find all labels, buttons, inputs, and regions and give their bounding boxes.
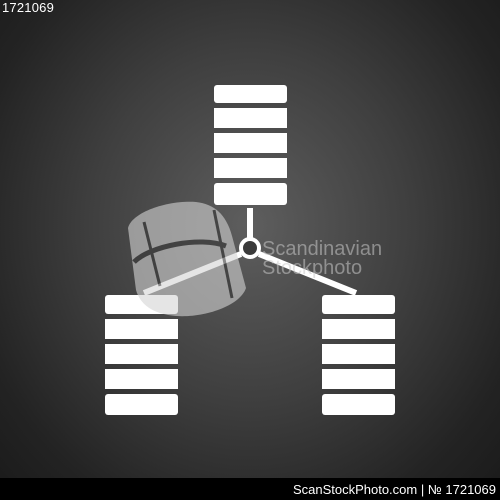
footer-credit: ScanStockPhoto.com | № 1721069: [292, 482, 496, 497]
watermark-line-1: Scandinavian: [262, 238, 383, 260]
network-hub-icon: [239, 237, 261, 259]
watermark-text: Scandinavian Stockphoto: [262, 238, 383, 279]
image-id-label: 1721069: [2, 0, 55, 15]
database-icon-top: [214, 85, 287, 205]
database-icon-right: [322, 295, 395, 415]
watermark-line-2: Stockphoto: [262, 257, 363, 279]
footer-bar: ScanStockPhoto.com | № 1721069: [0, 478, 500, 500]
watermark-logo-icon: [128, 201, 246, 317]
